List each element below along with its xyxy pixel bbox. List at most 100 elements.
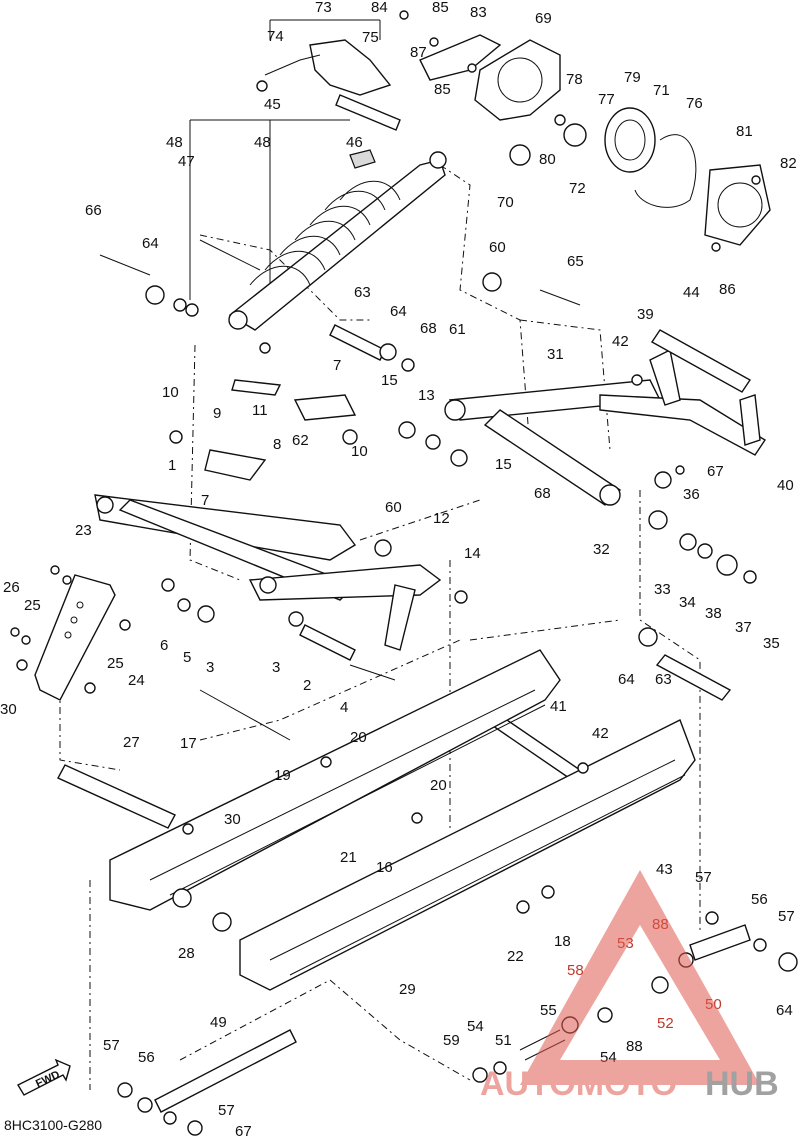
callout-label: 10 [162, 384, 179, 401]
stopper-bracket [34, 574, 116, 701]
callout-label: 43 [656, 861, 673, 878]
callout-label: 45 [264, 96, 281, 113]
callout-label: 82 [780, 155, 797, 172]
callout-label: 20 [430, 777, 447, 794]
callout-label: 3 [272, 659, 280, 676]
callout-label: 10 [351, 443, 368, 460]
callout-label: 25 [24, 597, 41, 614]
callout-label: 11 [252, 402, 268, 419]
callout-label: 67 [707, 463, 724, 480]
leader-lines [59, 19, 701, 1090]
callout-label: 20 [350, 729, 367, 746]
callout-label: 6 [160, 637, 168, 654]
callout-label: 59 [443, 1032, 460, 1049]
callout-label: 85 [434, 81, 451, 98]
callout-label: 1 [168, 457, 176, 474]
callout-label: 57 [778, 908, 795, 925]
rear-arm [444, 348, 766, 506]
watermark-brand-part1: AUTOMOTO [480, 1065, 677, 1103]
callout-label: 35 [763, 635, 780, 652]
callout-label: 70 [497, 194, 514, 211]
callout-label: 32 [593, 541, 610, 558]
callout-label: 8 [273, 436, 281, 453]
callout-label: 19 [274, 767, 291, 784]
callout-label: 41 [550, 698, 567, 715]
callout-label: 68 [534, 485, 551, 502]
damper-assembly [256, 39, 401, 131]
callout-label: 64 [390, 303, 407, 320]
callout-label: 60 [385, 499, 402, 516]
callout-label: 74 [267, 28, 284, 45]
callout-label: 38 [705, 605, 722, 622]
callout-label: 30 [0, 701, 17, 718]
callout-label: 87 [410, 44, 427, 61]
fwd-arrow-badge: FWD [17, 1058, 71, 1096]
callout-label: 60 [489, 239, 506, 256]
callout-label: 57 [103, 1037, 120, 1054]
rear-shock-absorber [228, 149, 447, 331]
callout-label: 5 [183, 649, 191, 666]
callout-label: 25 [107, 655, 124, 672]
callout-label: 66 [85, 202, 102, 219]
chain-case-cover [419, 34, 771, 246]
fwd-label: FWD [34, 1069, 62, 1090]
callout-label: 57 [218, 1102, 235, 1119]
callout-label: 12 [433, 510, 450, 527]
callout-label: 28 [178, 945, 195, 962]
callout-label: 46 [346, 134, 363, 151]
callout-label: 17 [180, 735, 197, 752]
callout-label: 36 [683, 486, 700, 503]
callout-label: 24 [128, 672, 145, 689]
callout-label: 67 [235, 1123, 252, 1140]
hardware [10, 10, 761, 932]
callout-label: 42 [592, 725, 609, 742]
callout-label: 62 [292, 432, 309, 449]
callout-label: 49 [210, 1014, 227, 1031]
callout-label: 15 [381, 372, 398, 389]
callout-label: 33 [654, 581, 671, 598]
callout-label: 30 [224, 811, 241, 828]
callout-label: 2 [303, 677, 311, 694]
callout-label: 16 [376, 859, 393, 876]
callout-label: 64 [618, 671, 635, 688]
watermark-brand-part2: HUB [705, 1065, 779, 1103]
watermark: AUTOMOTO HUB [480, 870, 779, 1103]
callout-label: 9 [213, 405, 221, 422]
slide-rail-left [109, 649, 561, 911]
slide-rail-right [239, 719, 696, 991]
callout-label: 84 [371, 0, 388, 16]
callout-label: 69 [535, 10, 552, 27]
callout-label: 15 [495, 456, 512, 473]
callout-label: 81 [736, 123, 753, 140]
callout-label: 63 [354, 284, 371, 301]
callout-label: 75 [362, 29, 379, 46]
callout-label: 64 [142, 235, 159, 252]
callout-label: 47 [178, 153, 195, 170]
callout-label: 7 [333, 357, 341, 374]
callout-label: 80 [539, 151, 556, 168]
callout-label: 26 [3, 579, 20, 596]
diagram-code: 8HC3100-G280 [4, 1117, 102, 1133]
callout-label: 13 [418, 387, 435, 404]
callout-label: 65 [567, 253, 584, 270]
callout-label: 73 [315, 0, 332, 16]
callout-label: 42 [612, 333, 629, 350]
callout-label: 57 [695, 869, 712, 886]
callout-label: 4 [340, 699, 348, 716]
callout-label: 63 [655, 671, 672, 688]
callout-label: 39 [637, 306, 654, 323]
callout-label: 29 [399, 981, 416, 998]
callout-label: 27 [123, 734, 140, 751]
callout-label: 83 [470, 4, 487, 21]
front-arm [94, 379, 442, 651]
callout-label: 77 [598, 91, 615, 108]
callout-label: 44 [683, 284, 700, 301]
callout-label: 61 [449, 321, 466, 338]
callout-label: 7 [201, 492, 209, 509]
callout-label: 54 [467, 1018, 484, 1035]
callout-label: 72 [569, 180, 586, 197]
callout-label: 79 [624, 69, 641, 86]
callout-label: 51 [495, 1032, 512, 1049]
callout-label: 40 [777, 477, 794, 494]
